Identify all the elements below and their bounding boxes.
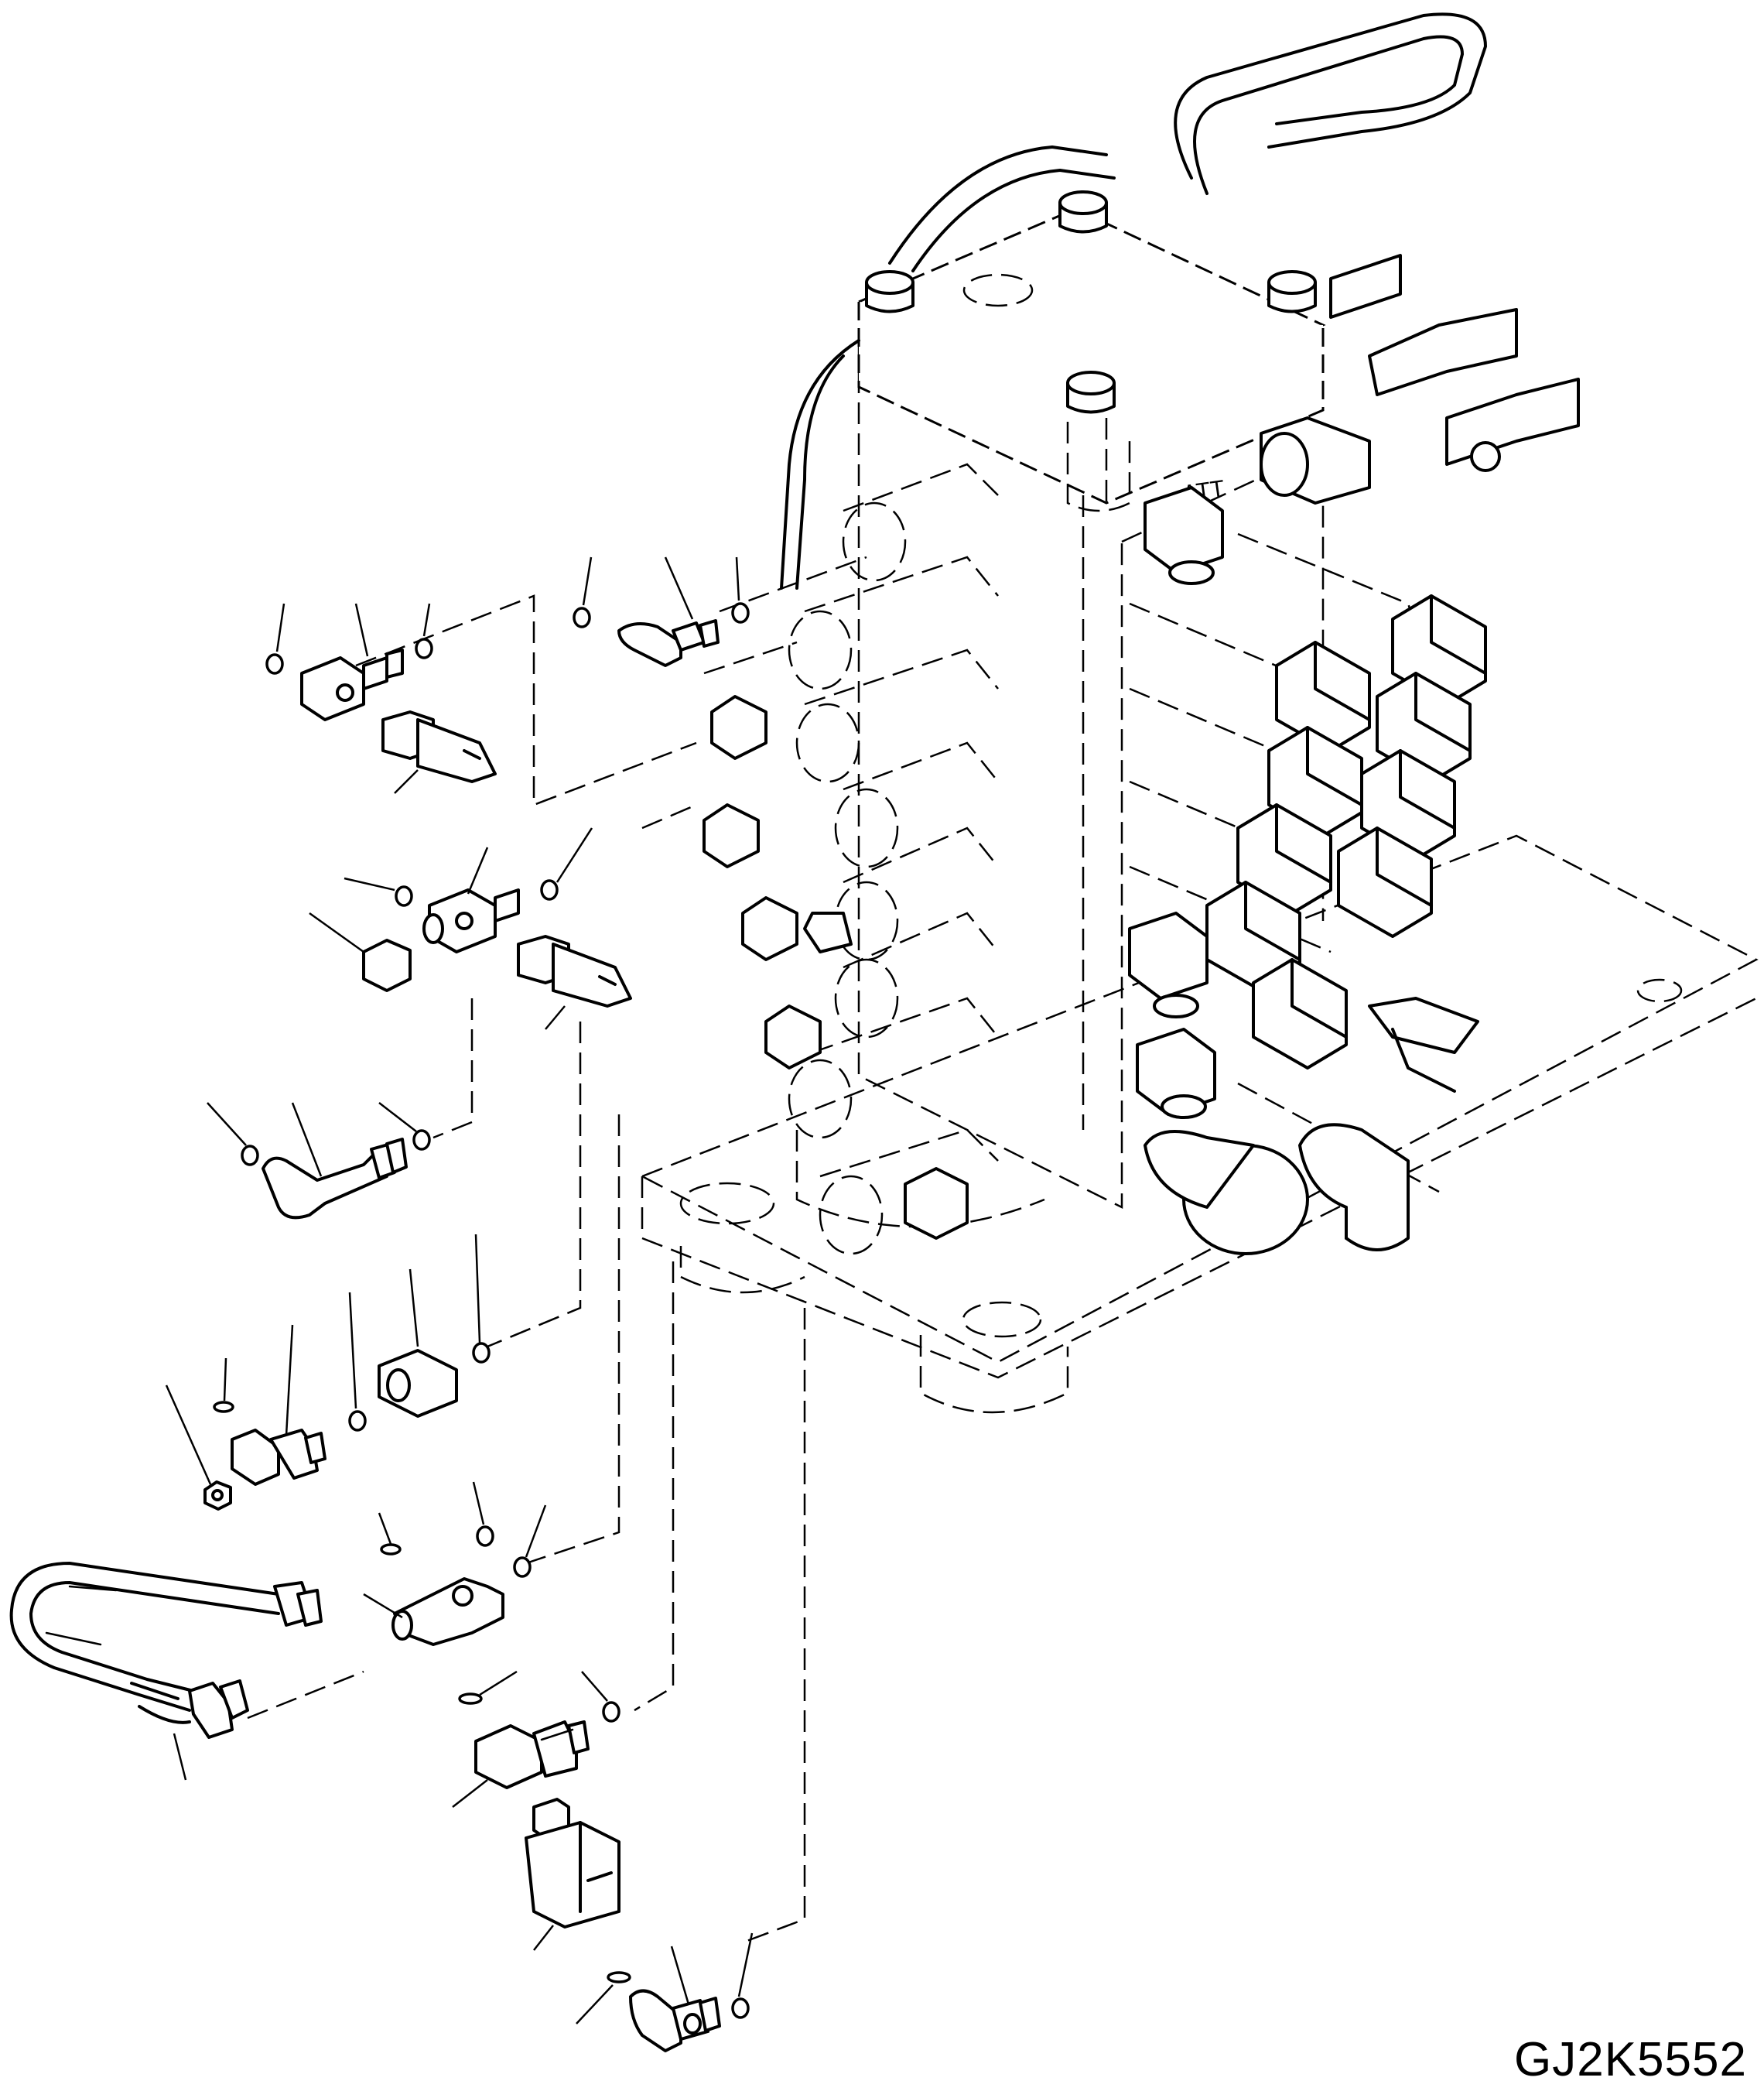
plug-screw-icon	[203, 1480, 232, 1511]
spool-cap-column	[788, 463, 999, 1255]
o-ring-icon	[241, 1145, 259, 1166]
fitting-icon	[803, 912, 853, 953]
adapter-fitting-icon	[1128, 912, 1208, 1018]
adapter-fitting-icon	[1136, 1028, 1216, 1119]
block-tee-fitting-icon	[422, 888, 520, 953]
exploded-guide-lines	[247, 556, 867, 1944]
cover-bolt-icon	[1058, 190, 1108, 234]
adapter-fitting-icon	[1260, 416, 1371, 505]
right-top-hose-fittings	[1329, 254, 1580, 472]
fitting-icon	[741, 896, 798, 961]
hex-plug-icon	[362, 939, 412, 992]
elbow-fitting-icon	[617, 619, 720, 667]
adapter-fitting-icon	[1144, 486, 1224, 585]
fitting-icon	[703, 803, 760, 868]
o-ring-icon	[731, 1997, 750, 2019]
o-ring-icon	[395, 885, 413, 907]
o-ring-icon	[415, 638, 433, 659]
elbow-fitting-icon	[629, 1989, 721, 2052]
port-elbow-group	[904, 1123, 1410, 1255]
top-cover-block	[856, 207, 1326, 512]
assembled-elbow-group	[1205, 594, 1487, 1070]
long-elbow-assembly	[207, 1102, 431, 1220]
cover-bolt-icon	[865, 270, 914, 313]
o-ring-icon	[380, 1543, 402, 1556]
fitting-icon	[764, 1005, 822, 1070]
pressure-switch-assembly-1	[265, 603, 497, 794]
coupler-assembly	[165, 1234, 491, 1511]
cover-bolt-group	[865, 190, 1317, 414]
tee-fitting-icon	[391, 1577, 504, 1646]
o-ring-icon	[348, 1410, 367, 1432]
assembled-adapter-group	[1128, 416, 1479, 1119]
o-ring-icon	[602, 1701, 620, 1723]
o-ring-icon	[540, 879, 559, 901]
block-tee-fitting-icon	[300, 649, 404, 721]
large-elbow-icon	[1144, 1130, 1309, 1255]
elbow-fitting-icon	[1252, 958, 1348, 1070]
hydraulic-hose-icon	[9, 1562, 323, 1739]
o-ring-icon	[476, 1525, 494, 1547]
elbow-assembly-bottom	[576, 1932, 754, 2052]
o-ring-icon	[607, 1971, 631, 1983]
o-ring-icon	[213, 1401, 234, 1413]
pressure-sensor-icon	[525, 1798, 620, 1929]
elbow-fitting-icon	[1236, 803, 1332, 915]
cover-bolt-icon	[1267, 270, 1317, 313]
long-elbow-icon	[262, 1138, 408, 1220]
o-ring-icon	[513, 1556, 532, 1578]
o-ring-icon	[412, 1129, 431, 1151]
large-elbow-icon	[1298, 1123, 1410, 1251]
elbow-assembly-top	[573, 556, 750, 667]
drawing-code-label: GJ2K5552	[1514, 2033, 1747, 2086]
pressure-sensor-icon	[381, 710, 497, 783]
pressure-switch-assembly-2	[309, 827, 632, 1030]
pressure-sensor-icon	[517, 935, 632, 1008]
o-ring-icon	[731, 602, 750, 624]
pressure-switch-assembly-3	[452, 1670, 620, 1951]
o-ring-icon	[458, 1692, 483, 1705]
hose-group	[780, 12, 1487, 590]
o-ring-icon	[472, 1342, 491, 1364]
fitting-icon	[710, 695, 767, 760]
o-ring-icon	[573, 607, 591, 628]
o-ring-icon	[265, 653, 284, 675]
elbow-fitting-icon	[1275, 641, 1371, 752]
left-side-fittings	[703, 695, 853, 1070]
tee-fitting-icon	[474, 1720, 590, 1789]
plug-bolt-icon	[904, 1167, 969, 1240]
adapter-fitting-icon	[1368, 997, 1479, 1093]
coupler-icon	[378, 1349, 458, 1418]
cover-bolt-icon	[1066, 371, 1116, 414]
hose-tee-assembly	[9, 1481, 547, 1781]
tee-fitting-icon	[231, 1429, 326, 1486]
elbow-fitting-icon	[1337, 827, 1433, 938]
